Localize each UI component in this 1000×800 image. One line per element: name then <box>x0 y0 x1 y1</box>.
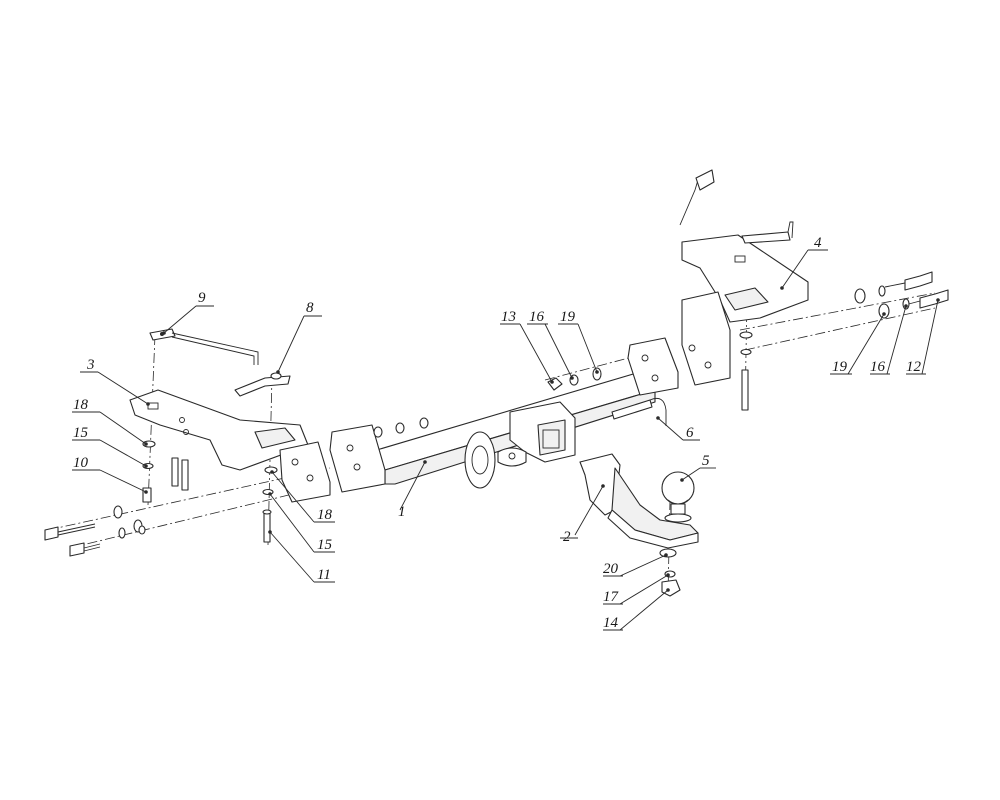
callout-label: 8 <box>306 300 314 316</box>
callout-label: 14 <box>603 615 619 631</box>
callouts: 1 2 3 4 5 <box>72 235 940 631</box>
callout-label: 16 <box>870 359 886 375</box>
right-side-bracket <box>681 234 809 386</box>
callout-label: 12 <box>906 359 922 375</box>
callout-6: 6 <box>656 416 700 441</box>
callout-label: 1 <box>398 504 406 520</box>
hitch-pin <box>611 397 667 426</box>
callout-10: 10 <box>72 455 148 494</box>
callout-2: 2 <box>560 484 605 545</box>
left-lower-stack <box>262 466 278 543</box>
callout-label: 16 <box>529 309 545 325</box>
callout-label: 15 <box>317 537 333 553</box>
callout-16b: 16 <box>870 304 908 375</box>
callout-3: 3 <box>80 357 150 406</box>
ball-mount <box>579 453 699 549</box>
callout-label: 10 <box>73 455 89 471</box>
callout-label: 13 <box>501 309 516 325</box>
callout-12: 12 <box>906 298 940 375</box>
callout-19a: 19 <box>558 309 599 374</box>
callout-20: 20 <box>603 553 668 577</box>
right-vertical-stack <box>739 331 753 411</box>
callout-label: 11 <box>317 567 331 583</box>
callout-8: 8 <box>276 300 322 374</box>
callout-label: 19 <box>832 359 848 375</box>
callout-16a: 16 <box>527 309 574 380</box>
left-vertical-bolts <box>142 440 189 503</box>
callout-label: 9 <box>198 290 206 306</box>
callout-label: 15 <box>73 425 89 441</box>
callout-11: 11 <box>268 530 335 583</box>
callout-14: 14 <box>603 588 670 631</box>
left-mounting-strap <box>234 372 291 397</box>
right-bolts <box>854 271 949 319</box>
callout-label: 2 <box>563 529 571 545</box>
right-wire-bracket <box>679 169 794 244</box>
callout-label: 19 <box>560 309 576 325</box>
callout-9: 9 <box>162 290 214 335</box>
tow-ball <box>661 471 695 523</box>
callout-1: 1 <box>398 460 427 520</box>
beam-bolts <box>373 417 429 438</box>
main-cross-beam <box>329 337 679 493</box>
callout-label: 4 <box>814 235 822 251</box>
callout-label: 6 <box>686 425 694 441</box>
callout-label: 20 <box>603 561 619 577</box>
callout-19b: 19 <box>830 312 886 375</box>
callout-label: 5 <box>702 453 710 469</box>
callout-15a: 15 <box>72 425 148 468</box>
left-wire-bracket <box>149 328 259 365</box>
callout-17: 17 <box>603 573 670 605</box>
callout-label: 3 <box>86 357 95 373</box>
callout-label: 18 <box>317 507 333 523</box>
callout-13: 13 <box>500 309 554 384</box>
callout-label: 18 <box>73 397 89 413</box>
left-bolts <box>44 505 146 557</box>
ball-nut-stack <box>659 548 681 597</box>
callout-label: 17 <box>603 589 620 605</box>
callout-4: 4 <box>780 235 828 290</box>
callout-18a: 18 <box>72 397 148 446</box>
callout-5: 5 <box>680 453 716 482</box>
callout-15b: 15 <box>268 492 335 553</box>
callout-18b: 18 <box>270 470 335 523</box>
left-side-bracket <box>129 389 331 503</box>
